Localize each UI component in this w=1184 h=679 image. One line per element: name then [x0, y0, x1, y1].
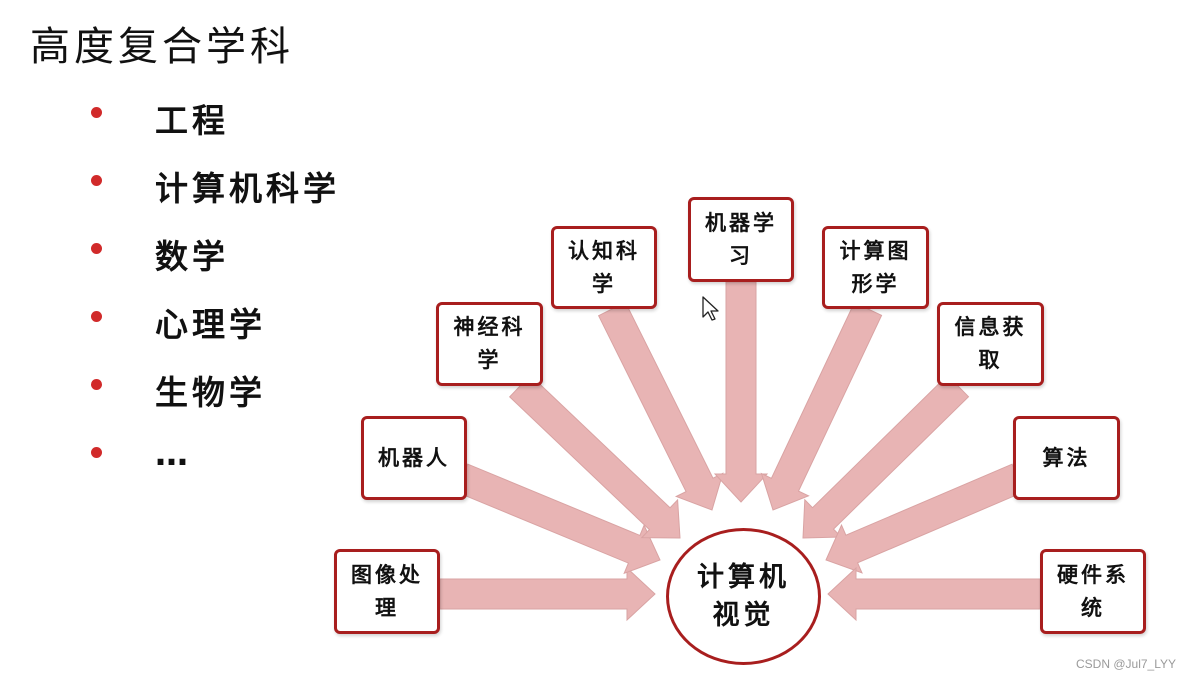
node-neuroscience: 神经科学 — [436, 302, 543, 386]
bullet-dot-icon — [91, 379, 102, 390]
node-label-line1: 计算图 — [839, 238, 912, 263]
node-label-line2: 习 — [729, 243, 753, 268]
bullet-dot-icon — [91, 447, 102, 458]
arrow-machine-learning — [713, 281, 769, 503]
node-label-line2: 学 — [592, 271, 616, 296]
list-item-label: 工程 — [155, 101, 229, 140]
node-robotics: 机器人 — [361, 416, 467, 500]
node-label-line2: 形学 — [851, 271, 900, 296]
node-algorithms: 算法 — [1013, 416, 1120, 500]
node-label-line2: 统 — [1081, 595, 1105, 620]
center-label-line2: 视觉 — [712, 599, 775, 631]
list-item-label: 数学 — [155, 237, 229, 276]
center-label-line1: 计算机 — [697, 561, 790, 593]
node-image-processing: 图像处理 — [334, 549, 440, 634]
arrow-algorithms — [825, 463, 1025, 574]
center-node-computer-vision: 计算机视觉 — [666, 528, 821, 665]
node-label-line2: 学 — [477, 348, 502, 372]
node-label-line2: 理 — [375, 595, 399, 620]
node-label-line1: 算法 — [1042, 445, 1091, 470]
arrow-robotics — [455, 463, 661, 575]
arrow-computer-graphics — [760, 301, 883, 511]
arrow-hardware-systems — [827, 566, 1041, 622]
arrow-neuroscience — [508, 374, 681, 539]
arrow-cognitive-science — [597, 301, 724, 511]
arrow-image-processing — [439, 566, 656, 622]
arrow-information-retrieval — [802, 374, 970, 539]
bullet-dot-icon — [91, 107, 102, 118]
list-item-label: 生物学 — [155, 373, 266, 412]
list-item-label: 计算机科学 — [155, 169, 340, 208]
node-label-line1: 机器学 — [705, 210, 777, 235]
node-label-line1: 硬件系 — [1057, 562, 1129, 587]
node-label-line1: 机器人 — [378, 445, 450, 470]
list-item-label: 心理学 — [155, 305, 266, 344]
bullet-dot-icon — [91, 175, 102, 186]
node-cognitive-science: 认知科学 — [551, 226, 657, 309]
mouse-cursor-icon — [702, 296, 719, 321]
node-label-line1: 信息获 — [954, 315, 1027, 339]
page-title: 高度复合学科 — [30, 24, 294, 70]
bullet-dot-icon — [91, 243, 102, 254]
node-label-line1: 神经科 — [453, 315, 526, 339]
node-information-retrieval: 信息获取 — [937, 302, 1044, 386]
node-label-line1: 图像处 — [351, 562, 423, 587]
bullet-dot-icon — [91, 311, 102, 322]
node-label-line1: 认知科 — [568, 238, 640, 263]
watermark: CSDN @Jul7_LYY — [1076, 657, 1176, 671]
node-label-line2: 取 — [978, 348, 1003, 372]
node-hardware-systems: 硬件系统 — [1040, 549, 1146, 634]
list-item-label: … — [155, 434, 192, 473]
node-computer-graphics: 计算图形学 — [822, 226, 929, 309]
node-machine-learning: 机器学习 — [688, 197, 794, 282]
